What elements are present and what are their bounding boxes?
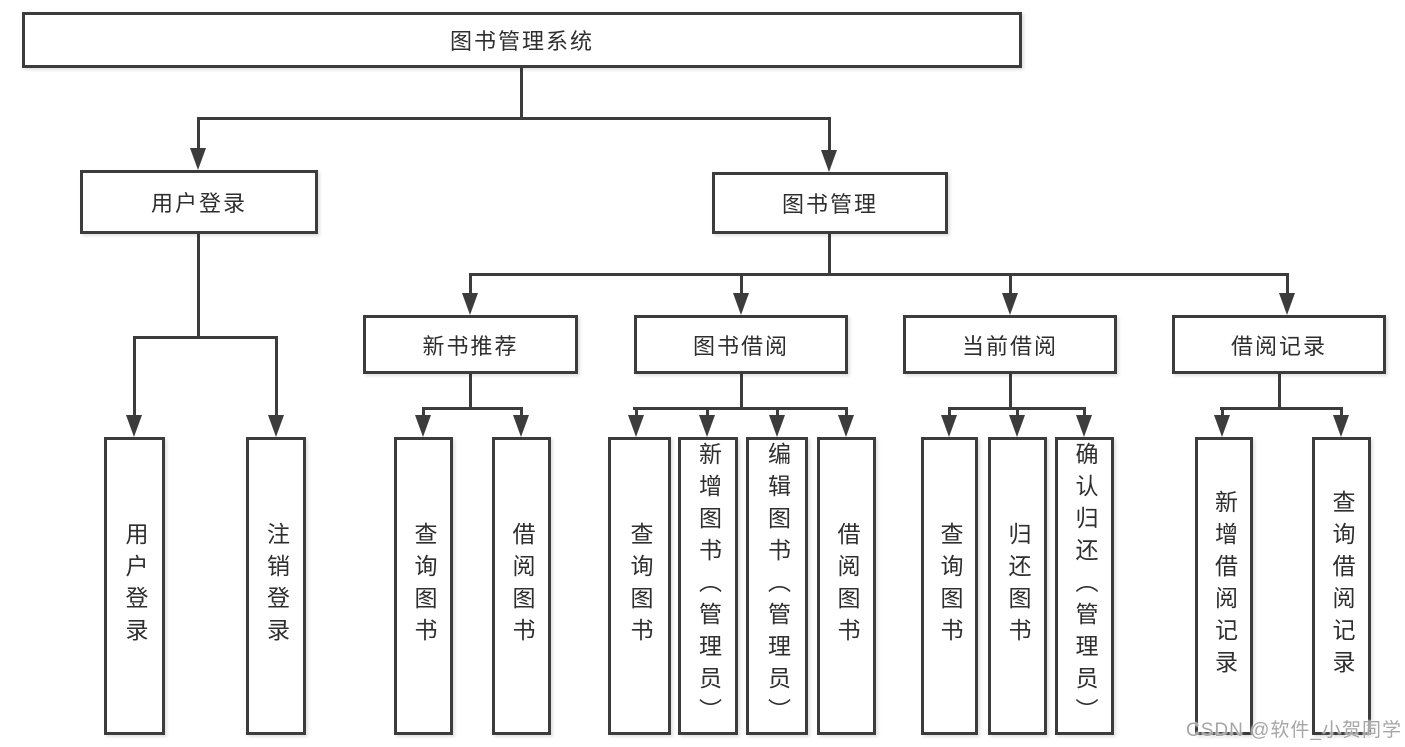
connector-line (133, 336, 136, 416)
connector-line (1016, 407, 1019, 417)
connector-line (1009, 374, 1012, 410)
connector-line (828, 234, 831, 276)
arrow-down-icon (733, 293, 749, 315)
connector-line (828, 117, 831, 152)
node-user-login: 用户登录 (80, 170, 318, 234)
connector-line (422, 407, 522, 410)
node-new-book-recommendation: 新书推荐 (363, 315, 578, 374)
connector-line (1009, 273, 1012, 294)
leaf-user-login: 用户登录 (104, 437, 165, 735)
arrow-down-icon (513, 415, 529, 437)
connector-line (1221, 407, 1224, 417)
connector-line (197, 234, 200, 339)
connector-line (1340, 407, 1343, 417)
connector-line (1278, 374, 1281, 410)
arrow-down-icon (415, 415, 431, 437)
connector-line (520, 66, 523, 118)
arrow-down-icon (769, 415, 785, 437)
connector-line (706, 407, 709, 417)
arrow-down-icon (1279, 293, 1295, 315)
arrow-down-icon (1002, 293, 1018, 315)
leaf-borrow-borrow-books: 借阅图书 (817, 437, 876, 735)
arrow-down-icon (821, 150, 837, 172)
connector-line (845, 407, 848, 417)
node-current-borrowing: 当前借阅 (903, 315, 1117, 374)
connector-line (635, 407, 638, 417)
node-book-management: 图书管理 (712, 172, 948, 234)
arrow-down-icon (941, 415, 957, 437)
connector-line (197, 117, 831, 120)
connector-line (197, 117, 200, 150)
connector-line (776, 407, 779, 417)
connector-line (633, 407, 848, 410)
leaf-borrow-add-books-admin: 新增图书（管理员） (678, 437, 738, 735)
arrow-down-icon (1009, 415, 1025, 437)
leaf-current-confirm-return-admin: 确认归还（管理员） (1055, 437, 1114, 735)
leaf-recommend-borrow-books: 借阅图书 (492, 437, 551, 735)
connector-line (422, 407, 425, 417)
connector-line (740, 273, 743, 294)
node-library-management-system: 图书管理系统 (22, 12, 1022, 68)
connector-line (133, 336, 278, 339)
connector-line (1220, 407, 1342, 410)
arrow-down-icon (699, 415, 715, 437)
leaf-records-query-record: 查询借阅记录 (1312, 437, 1371, 735)
arrow-down-icon (628, 415, 644, 437)
leaf-current-query-books: 查询图书 (921, 437, 978, 735)
arrow-down-icon (1214, 415, 1230, 437)
arrow-down-icon (838, 415, 854, 437)
connector-line (948, 407, 951, 417)
arrow-down-icon (190, 148, 206, 170)
connector-line (469, 273, 1289, 276)
connector-line (275, 336, 278, 416)
leaf-borrow-query-books: 查询图书 (608, 437, 671, 735)
node-book-borrowing: 图书借阅 (634, 315, 848, 374)
connector-line (520, 407, 523, 417)
arrow-down-icon (1076, 415, 1092, 437)
leaf-records-add-record: 新增借阅记录 (1195, 437, 1253, 735)
connector-line (469, 273, 472, 294)
connector-line (740, 374, 743, 410)
arrow-down-icon (462, 293, 478, 315)
arrow-down-icon (1333, 415, 1349, 437)
leaf-current-return-books: 归还图书 (988, 437, 1047, 735)
arrow-down-icon (126, 415, 142, 437)
arrow-down-icon (268, 415, 284, 437)
connector-line (1083, 407, 1086, 417)
leaf-logout-login: 注销登录 (246, 437, 306, 735)
leaf-borrow-edit-books-admin: 编辑图书（管理员） (746, 437, 808, 735)
leaf-recommend-query-books: 查询图书 (394, 437, 453, 735)
watermark: CSDN @软件_小贺同学 (1186, 720, 1402, 741)
node-borrowing-records: 借阅记录 (1172, 315, 1386, 374)
connector-line (469, 374, 472, 410)
connector-line (1286, 273, 1289, 294)
